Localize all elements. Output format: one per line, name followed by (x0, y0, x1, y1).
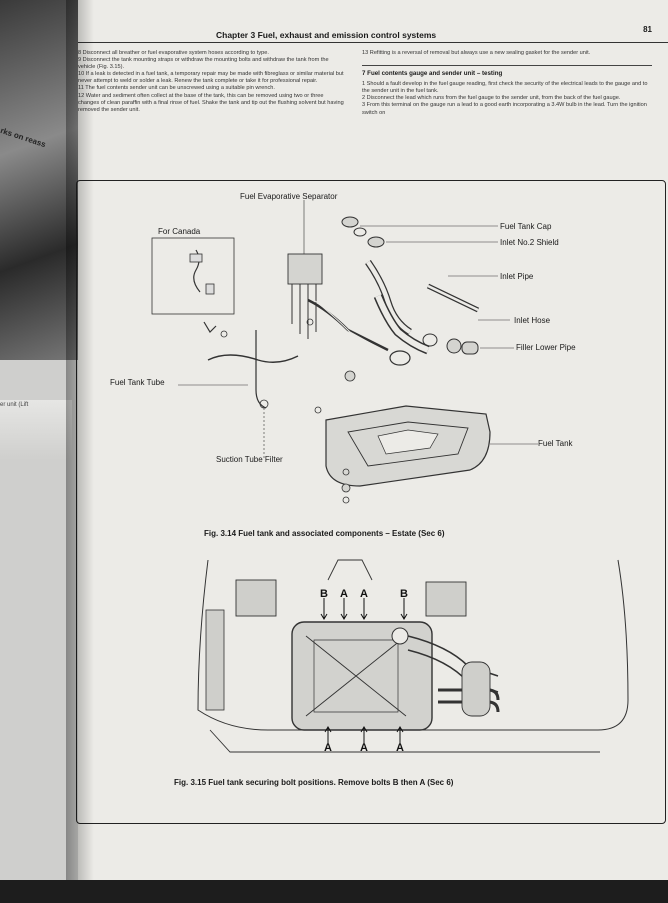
right-text-column: 13 Refitting is a reversal of removal bu… (362, 50, 652, 117)
fuel-tank-tube-part (255, 330, 267, 409)
drain-plug-part (341, 483, 351, 493)
vehicle-underbody-outline (197, 559, 629, 731)
figure-frame (76, 180, 666, 824)
sender-unit-part (391, 627, 409, 645)
paragraph: 3 From this terminal on the gauge run a … (362, 102, 647, 116)
bolt-part (220, 330, 228, 338)
left-page-fragment: er unit (Lift (0, 402, 29, 408)
figure-3-15-caption: Fig. 3.15 Fuel tank securing bolt positi… (174, 778, 454, 787)
callout-suction-tube-filter: Suction Tube Filter (216, 455, 283, 464)
drain-plug-part (342, 468, 350, 476)
bolt-label: B (320, 588, 328, 600)
canada-inset-box (151, 237, 235, 315)
callout-evaporative-separator: Fuel Evaporative Separator (240, 192, 338, 201)
paragraph: 10 If a leak is detected in a fuel tank,… (78, 71, 344, 85)
header-rule (78, 42, 668, 43)
figure-3-14-caption: Fig. 3.14 Fuel tank and associated compo… (204, 529, 445, 538)
page-number: 81 (643, 25, 652, 34)
bolt-label: B (400, 588, 408, 600)
callout-inlet-pipe: Inlet Pipe (500, 272, 534, 281)
fuel-tank-tube-part (207, 354, 299, 363)
left-page-photo-lower (0, 400, 72, 460)
chassis-rail-part (205, 609, 225, 711)
callout-fuel-tank-tube: Fuel Tank Tube (110, 378, 165, 387)
rear-mount-part (235, 579, 277, 617)
callout-filler-lower-pipe: Filler Lower Pipe (516, 343, 576, 352)
bolt-label: A (360, 588, 368, 600)
desk-background (0, 880, 668, 903)
rear-mount-part (425, 581, 467, 617)
evaporative-separator-part (287, 253, 323, 285)
callout-inlet-hose: Inlet Hose (514, 316, 551, 325)
bolt-part (306, 318, 314, 326)
breather-hose (307, 298, 389, 352)
callout-inlet-shield: Inlet No.2 Shield (500, 238, 559, 247)
book-gutter-shadow (66, 0, 94, 903)
clamp-part (422, 333, 438, 347)
callout-fuel-tank-cap: Fuel Tank Cap (500, 222, 552, 231)
bolt-label: A (396, 742, 404, 754)
paragraph: 13 Refitting is a reversal of removal bu… (362, 50, 591, 56)
filler-neck-part (461, 661, 491, 717)
bolt-label: A (340, 588, 348, 600)
callout-for-canada: For Canada (158, 227, 201, 236)
chapter-header: Chapter 3 Fuel, exhaust and emission con… (216, 30, 437, 40)
paragraph: 8 Disconnect all breather or fuel evapor… (78, 50, 269, 56)
clamp-part (446, 338, 462, 354)
separator-hoses (291, 284, 317, 339)
canada-inset-part (205, 283, 215, 295)
manual-page: Chapter 3 Fuel, exhaust and emission con… (76, 0, 668, 890)
filler-lower-pipe-part (461, 341, 479, 355)
paragraph: 1 Should a fault develop in the fuel gau… (362, 81, 648, 95)
fuel-tank-cap-part (341, 216, 359, 228)
callout-fuel-tank: Fuel Tank (538, 439, 573, 448)
inlet-shield-part (367, 236, 385, 248)
bolt-arrow (327, 728, 401, 744)
section-title: 7 Fuel contents gauge and sender unit – … (362, 65, 652, 77)
bolt-part (344, 370, 356, 382)
cap-gasket-part (353, 227, 367, 237)
bolt-label: A (360, 742, 368, 754)
bolt-label: A (324, 742, 332, 754)
arrow-down-icon (203, 321, 217, 333)
paragraph: 12 Water and sediment often collect at t… (78, 92, 344, 113)
bolt-arrow (323, 598, 405, 618)
bolt-part (314, 406, 322, 414)
drain-plug-washer (342, 496, 350, 504)
paragraph: 11 The fuel contents sender unit can be … (78, 85, 275, 92)
grommet-part (389, 350, 411, 366)
left-page-photo (0, 0, 80, 360)
fuel-tank-exploded-diagram (151, 200, 629, 753)
canada-inset-part (189, 253, 203, 263)
left-text-column: 8 Disconnect all breather or fuel evapor… (78, 50, 346, 114)
paragraph: 9 Disconnect the tank mounting straps or… (78, 57, 329, 71)
fuel-tank-underside (291, 621, 433, 731)
paragraph: 2 Disconnect the lead which runs from th… (362, 95, 621, 102)
